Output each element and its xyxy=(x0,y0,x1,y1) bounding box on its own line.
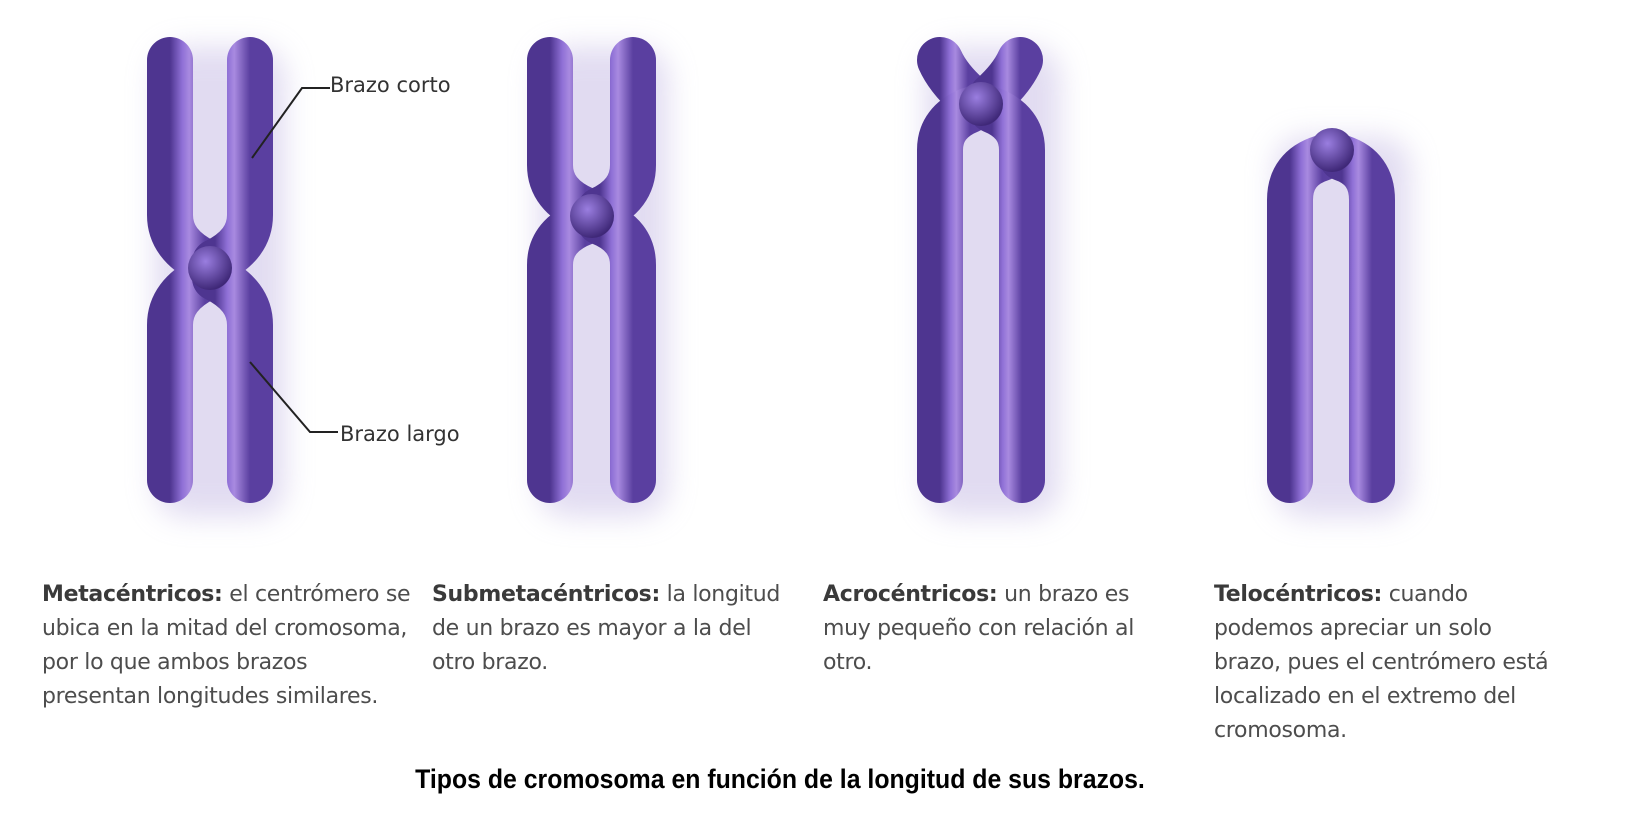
submetacentric-text: la longitud de un brazo es mayor a la de… xyxy=(432,582,781,675)
long-arm-pointer xyxy=(249,361,338,433)
short-arm-label: Brazo corto xyxy=(330,73,451,97)
chromosome-diagram: Brazo corto Brazo largo xyxy=(147,37,1410,517)
figure-caption: Tipos de cromosoma en función de la long… xyxy=(415,764,1145,794)
metacentric-text: el centrómero se ubica en la mitad del c… xyxy=(42,582,411,709)
submetacentric-chromosome xyxy=(527,37,668,517)
telocentric-description: Telocéntricos: cuando podemos apreciar u… xyxy=(1214,578,1559,748)
centromere xyxy=(1310,128,1354,172)
short-arm-pointer xyxy=(251,87,330,159)
centromere xyxy=(188,246,232,290)
telocentric-chromosome xyxy=(1267,128,1410,517)
metacentric-description: Metacéntricos: el centrómero se ubica en… xyxy=(42,578,422,714)
acrocentric-term: Acrocéntricos: xyxy=(823,582,998,607)
submetacentric-description: Submetacéntricos: la longitud de un braz… xyxy=(432,578,782,680)
metacentric-term: Metacéntricos: xyxy=(42,582,223,607)
telocentric-text: cuando podemos apreciar un solo brazo, p… xyxy=(1214,582,1549,743)
long-arm-label: Brazo largo xyxy=(340,422,460,446)
centromere xyxy=(959,82,1003,126)
centromere xyxy=(570,194,614,238)
submetacentric-term: Submetacéntricos: xyxy=(432,582,660,607)
acrocentric-chromosome xyxy=(917,37,1060,517)
acrocentric-text: un brazo es muy pequeño con relación al … xyxy=(823,582,1135,675)
acrocentric-description: Acrocéntricos: un brazo es muy pequeño c… xyxy=(823,578,1168,680)
telocentric-term: Telocéntricos: xyxy=(1214,582,1383,607)
metacentric-chromosome: Brazo corto Brazo largo xyxy=(147,37,460,517)
